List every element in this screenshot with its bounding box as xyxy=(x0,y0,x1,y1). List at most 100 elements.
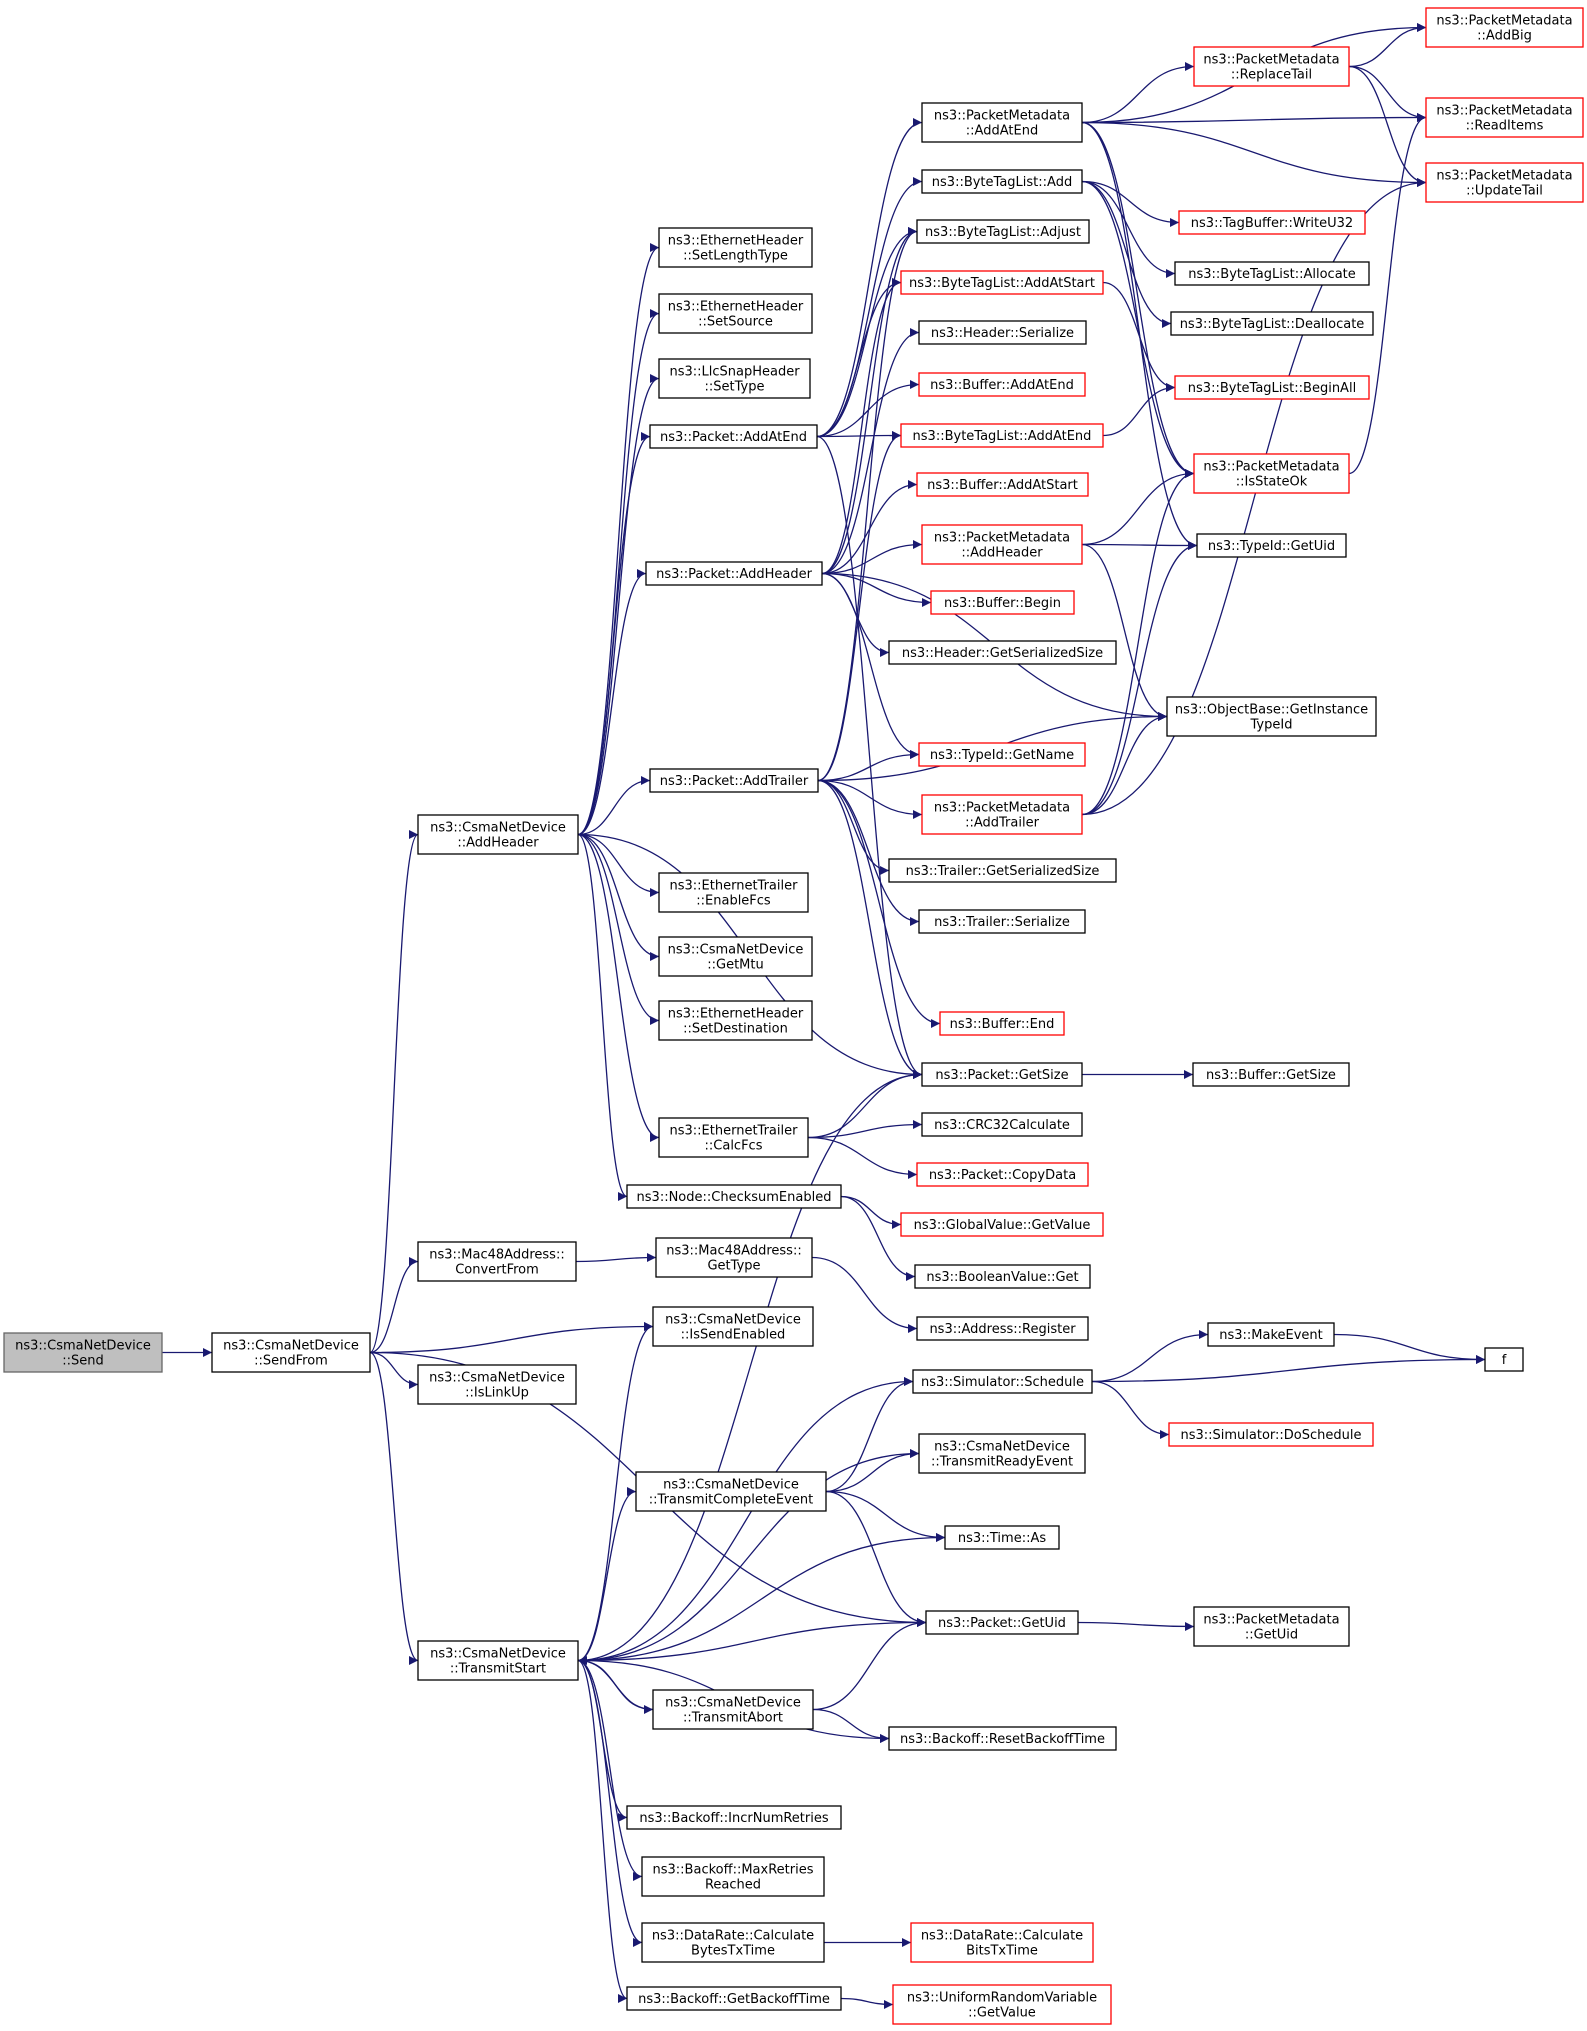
node-address_register[interactable]: ns3::Address::Register xyxy=(916,1316,1089,1341)
node-label: ::AddHeader xyxy=(961,546,1043,561)
node-label: ns3::Header::GetSerializedSize xyxy=(902,646,1103,661)
node-pm_isstateok[interactable]: ns3::PacketMetadata::IsStateOk xyxy=(1193,453,1350,494)
node-packet_addatend[interactable]: ns3::Packet::AddAtEnd xyxy=(649,424,818,449)
call-edge-packet_getuid-to-pm_getuid xyxy=(1077,1621,1195,1631)
node-pm_replacetail[interactable]: ns3::PacketMetadata::ReplaceTail xyxy=(1193,46,1350,87)
node-typeid_getname[interactable]: ns3::TypeId::GetName xyxy=(918,742,1086,767)
node-packet_copydata[interactable]: ns3::Packet::CopyData xyxy=(916,1162,1089,1187)
node-buffer_end[interactable]: ns3::Buffer::End xyxy=(939,1011,1065,1036)
node-label: ns3::PacketMetadata xyxy=(1203,460,1339,475)
node-islinkup[interactable]: ns3::CsmaNetDevice::IsLinkUp xyxy=(417,1364,577,1405)
node-convertfrom[interactable]: ns3::Mac48Address::ConvertFrom xyxy=(417,1241,577,1282)
node-box xyxy=(658,227,813,268)
node-tagbuffer_writeu32[interactable]: ns3::TagBuffer::WriteU32 xyxy=(1178,210,1366,235)
call-edge-packet_addheader-to-btl_adjust xyxy=(821,227,918,575)
node-trailer_serialize[interactable]: ns3::Trailer::Serialize xyxy=(918,909,1086,934)
node-box xyxy=(211,1332,371,1373)
node-pm_addbig[interactable]: ns3::PacketMetadata::AddBig xyxy=(1425,7,1584,48)
node-btl_add[interactable]: ns3::ByteTagList::Add xyxy=(921,169,1083,194)
node-box xyxy=(1425,7,1584,48)
node-box xyxy=(626,1184,842,1209)
node-transmitstart[interactable]: ns3::CsmaNetDevice::TransmitStart xyxy=(417,1640,579,1681)
call-edge-btl_addatstart-to-btl_beginall xyxy=(1102,281,1176,392)
node-label: ns3::TypeId::GetUid xyxy=(1208,539,1335,554)
call-edge-transmitcomplete-to-time_as xyxy=(825,1490,946,1542)
node-calcfcs[interactable]: ns3::EthernetTrailer::CalcFcs xyxy=(658,1117,809,1158)
node-incrnumretries[interactable]: ns3::Backoff::IncrNumRetries xyxy=(626,1805,842,1830)
node-pm_updatetail[interactable]: ns3::PacketMetadata::UpdateTail xyxy=(1425,162,1584,203)
node-typeid_getuid[interactable]: ns3::TypeId::GetUid xyxy=(1196,533,1347,558)
node-transmitready[interactable]: ns3::CsmaNetDevice::TransmitReadyEvent xyxy=(918,1433,1086,1474)
node-btl_allocate[interactable]: ns3::ByteTagList::Allocate xyxy=(1174,261,1370,286)
node-btl_adjust[interactable]: ns3::ByteTagList::Adjust xyxy=(916,219,1090,244)
node-pm_getuid[interactable]: ns3::PacketMetadata::GetUid xyxy=(1193,1606,1350,1647)
node-btl_addatend[interactable]: ns3::ByteTagList::AddAtEnd xyxy=(900,423,1104,448)
node-header_getsersize[interactable]: ns3::Header::GetSerializedSize xyxy=(888,640,1117,665)
node-gv_getvalue[interactable]: ns3::GlobalValue::GetValue xyxy=(900,1212,1104,1237)
node-pm_readitems[interactable]: ns3::PacketMetadata::ReadItems xyxy=(1425,97,1584,138)
node-sim_doschedule[interactable]: ns3::Simulator::DoSchedule xyxy=(1168,1422,1374,1447)
call-edge-packet_addtrailer-to-pm_addtrailer xyxy=(817,779,923,819)
node-label: ::AddTrailer xyxy=(965,816,1039,831)
node-buffer_getsize[interactable]: ns3::Buffer::GetSize xyxy=(1192,1062,1350,1087)
node-buffer_addatstart[interactable]: ns3::Buffer::AddAtStart xyxy=(916,472,1089,497)
node-booleanvalue_get[interactable]: ns3::BooleanValue::Get xyxy=(914,1264,1091,1289)
node-box xyxy=(658,358,811,399)
node-setdestination[interactable]: ns3::EthernetHeader::SetDestination xyxy=(658,1000,813,1041)
node-label: ns3::CRC32Calculate xyxy=(934,1118,1070,1133)
node-buffer_begin[interactable]: ns3::Buffer::Begin xyxy=(930,590,1075,615)
node-pm_addtrailer[interactable]: ns3::PacketMetadata::AddTrailer xyxy=(921,794,1083,835)
node-addheader_csma[interactable]: ns3::CsmaNetDevice::AddHeader xyxy=(417,814,579,855)
node-btl_beginall[interactable]: ns3::ByteTagList::BeginAll xyxy=(1174,375,1370,400)
node-issendenabled[interactable]: ns3::CsmaNetDevice::IsSendEnabled xyxy=(652,1306,814,1347)
node-checksumenabled[interactable]: ns3::Node::ChecksumEnabled xyxy=(626,1184,842,1209)
node-makeevent[interactable]: ns3::MakeEvent xyxy=(1207,1322,1335,1347)
node-crc32[interactable]: ns3::CRC32Calculate xyxy=(921,1112,1083,1137)
node-packet_addtrailer[interactable]: ns3::Packet::AddTrailer xyxy=(649,768,819,793)
call-edge-sendfrom-to-convertfrom xyxy=(369,1257,419,1354)
node-packet_getuid[interactable]: ns3::Packet::GetUid xyxy=(925,1610,1079,1635)
node-packet_getsize[interactable]: ns3::Packet::GetSize xyxy=(921,1062,1083,1087)
node-box xyxy=(910,1922,1094,1963)
node-buffer_addatend[interactable]: ns3::Buffer::AddAtEnd xyxy=(918,372,1086,397)
node-btl_addatstart[interactable]: ns3::ByteTagList::AddAtStart xyxy=(900,270,1104,295)
node-time_as[interactable]: ns3::Time::As xyxy=(944,1525,1060,1550)
node-box xyxy=(916,1316,1089,1341)
node-mac48_gettype[interactable]: ns3::Mac48Address::GetType xyxy=(655,1237,813,1278)
node-pm_addatend[interactable]: ns3::PacketMetadata::AddAtEnd xyxy=(921,102,1083,143)
node-sendfrom[interactable]: ns3::CsmaNetDevice::SendFrom xyxy=(211,1332,371,1373)
node-label: ::GetMtu xyxy=(707,958,763,973)
node-getmtu[interactable]: ns3::CsmaNetDevice::GetMtu xyxy=(658,936,813,977)
node-enablefcs[interactable]: ns3::EthernetTrailer::EnableFcs xyxy=(658,872,809,913)
node-header_serialize[interactable]: ns3::Header::Serialize xyxy=(918,320,1087,345)
node-trailer_getsersize[interactable]: ns3::Trailer::GetSerializedSize xyxy=(888,858,1117,883)
call-edge-transmitabort-to-transmitstart xyxy=(577,1656,654,1711)
node-label: ::CalcFcs xyxy=(705,1139,763,1154)
node-box xyxy=(900,270,1104,295)
node-send[interactable]: ns3::CsmaNetDevice::Send xyxy=(3,1332,163,1373)
call-edge-addheader_csma-to-setdestination xyxy=(577,833,660,1025)
node-pm_addheader[interactable]: ns3::PacketMetadata::AddHeader xyxy=(921,524,1083,565)
node-label: ns3::Time::As xyxy=(958,1531,1047,1546)
node-setsource[interactable]: ns3::EthernetHeader::SetSource xyxy=(658,293,813,334)
node-box xyxy=(921,1062,1083,1087)
node-box xyxy=(1168,1422,1374,1447)
node-btl_deallocate[interactable]: ns3::ByteTagList::Deallocate xyxy=(1170,311,1374,336)
node-setlengthtype[interactable]: ns3::EthernetHeader::SetLengthType xyxy=(658,227,813,268)
node-resetbackoff[interactable]: ns3::Backoff::ResetBackoffTime xyxy=(888,1726,1117,1751)
node-sim_schedule[interactable]: ns3::Simulator::Schedule xyxy=(912,1369,1093,1394)
node-urv_getvalue[interactable]: ns3::UniformRandomVariable::GetValue xyxy=(892,1984,1112,2025)
node-transmitabort[interactable]: ns3::CsmaNetDevice::TransmitAbort xyxy=(652,1689,814,1730)
node-settype[interactable]: ns3::LlcSnapHeader::SetType xyxy=(658,358,811,399)
call-edge-pm_addtrailer-to-pm_isstateok xyxy=(1081,469,1195,816)
call-edge-calcfcs-to-packet_copydata xyxy=(807,1136,918,1179)
node-getbackofftime[interactable]: ns3::Backoff::GetBackoffTime xyxy=(626,1986,842,2011)
call-edge-addheader_csma-to-setlengthtype xyxy=(577,243,660,836)
node-f[interactable]: f xyxy=(1484,1347,1524,1372)
node-packet_addheader[interactable]: ns3::Packet::AddHeader xyxy=(645,561,823,586)
node-transmitcomplete[interactable]: ns3::CsmaNetDevice::TransmitCompleteEven… xyxy=(635,1471,827,1512)
